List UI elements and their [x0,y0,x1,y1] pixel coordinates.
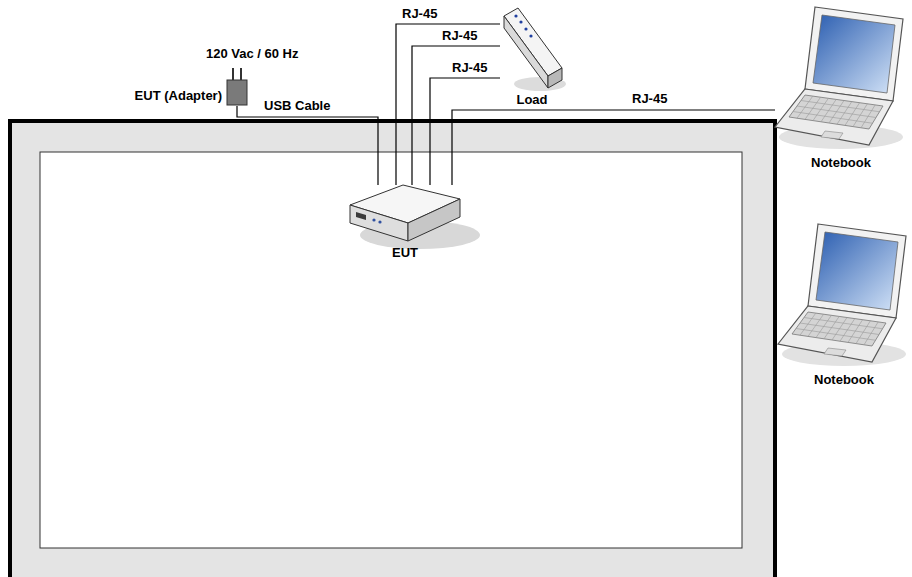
eut-icon [348,185,462,243]
cable-label: RJ-45 [400,6,439,22]
rj45-cable [452,110,775,185]
node-label: Notebook [814,372,874,388]
load-device: Load [500,4,564,90]
node-label: EUT (Adapter) [135,88,222,104]
supply-label: 120 Vac / 60 Hz [206,46,299,62]
table-outline [10,121,775,577]
eut-device: EUT [348,185,462,243]
power-adapter: EUT (Adapter) [226,68,248,106]
rj45-cable [430,78,500,185]
node-label: Notebook [811,155,871,171]
adapter-icon [226,68,248,106]
notebook-icon [778,222,910,370]
node-label: Load [516,92,547,108]
notebook-icon [775,5,907,153]
rj45-cable [396,24,500,185]
cable-label: RJ-45 [630,91,669,107]
load-icon [500,4,564,90]
node-label: EUT [392,245,418,261]
cable-label: USB Cable [262,98,332,114]
notebook-computer: Notebook [778,222,910,370]
cable-label: RJ-45 [440,28,479,44]
cable-label: RJ-45 [450,60,489,76]
ground-plane [40,152,742,548]
rj45-cable [412,46,500,185]
notebook-computer: Notebook [775,5,907,153]
usb-cable [237,106,378,185]
